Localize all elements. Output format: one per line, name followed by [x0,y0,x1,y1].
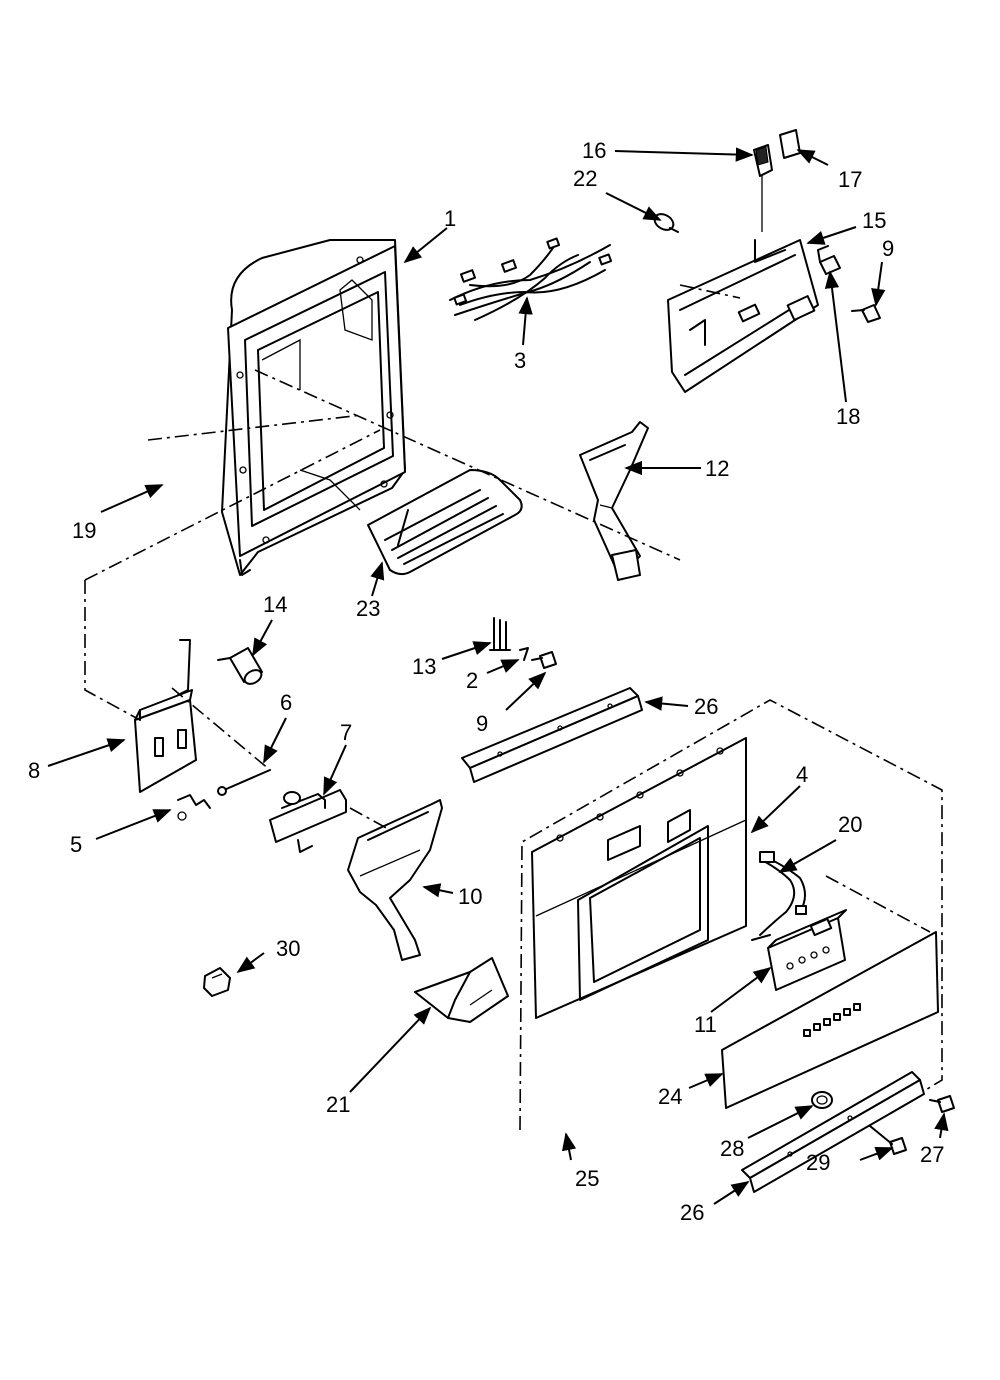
callout-25: 25 [575,1166,599,1191]
callout-30: 30 [276,936,300,961]
callout-18: 18 [836,404,860,429]
control-harness-part [751,851,807,941]
callout-17: 17 [838,167,862,192]
screw-9b-part [531,651,557,669]
lamp-socket-part [817,245,841,275]
control-overlay-part [721,931,939,1109]
callout-15: 15 [862,208,886,233]
callout-29: 29 [806,1150,830,1175]
alignment-lines [84,284,931,933]
callout-26b: 26 [680,1200,704,1225]
control-module-part [84,580,197,793]
callout-14: 14 [263,592,287,617]
pivot-pin-part [217,769,271,796]
callout-16: 16 [582,138,606,163]
water-actuator-part [579,421,649,581]
callout-13: 13 [412,654,436,679]
callout-21: 21 [326,1092,350,1117]
callout-27: 27 [920,1142,944,1167]
wire-harness-part [449,237,613,321]
callout-20: 20 [838,812,862,837]
screw-9a-part [851,304,881,323]
callout-leaders [47,147,949,1205]
control-board-part [767,909,847,991]
callout-26a: 26 [694,694,718,719]
callout-28: 28 [720,1136,744,1161]
light-bulb-part [653,213,679,233]
screw-27-part [929,1095,955,1113]
callout-9b: 9 [476,711,488,736]
ice-chute-part [414,957,509,1023]
callout-8: 8 [28,758,40,783]
housing-frame-part [221,239,406,576]
callout-7: 7 [340,720,352,745]
insulator-plate-part [779,129,801,159]
nut-part [203,967,231,997]
front-assembly-outline [519,699,943,1131]
callout-3: 3 [514,348,526,373]
callout-10: 10 [458,884,482,909]
callout-19: 19 [72,518,96,543]
callout-22: 22 [573,166,597,191]
clip-part [519,647,529,661]
lever-bracket-part [269,789,347,853]
callout-11: 11 [694,1012,717,1037]
callout-5: 5 [70,832,82,857]
bezel-part [531,737,747,1019]
callout-numbers: 1 3 16 17 22 15 9 18 12 19 23 14 13 2 9 … [28,138,944,1225]
callout-23: 23 [356,596,380,621]
callout-6: 6 [280,690,292,715]
spring-part [489,617,511,651]
callout-1: 1 [444,206,456,231]
callout-4: 4 [796,762,808,787]
torsion-spring-part [177,794,211,821]
lock-button-part [811,1091,833,1109]
callout-9a: 9 [882,236,894,261]
callout-12: 12 [705,456,729,481]
micro-switch-part [753,144,773,177]
solenoid-part [217,647,263,685]
ice-actuator-part [347,799,443,961]
drip-tray-grille-part [367,469,523,576]
callout-2: 2 [466,668,478,693]
callout-24: 24 [658,1084,682,1109]
trim-strip-lower-part [741,1071,925,1193]
switch-bracket-part [667,165,819,393]
trim-strip-upper-part [461,687,643,783]
